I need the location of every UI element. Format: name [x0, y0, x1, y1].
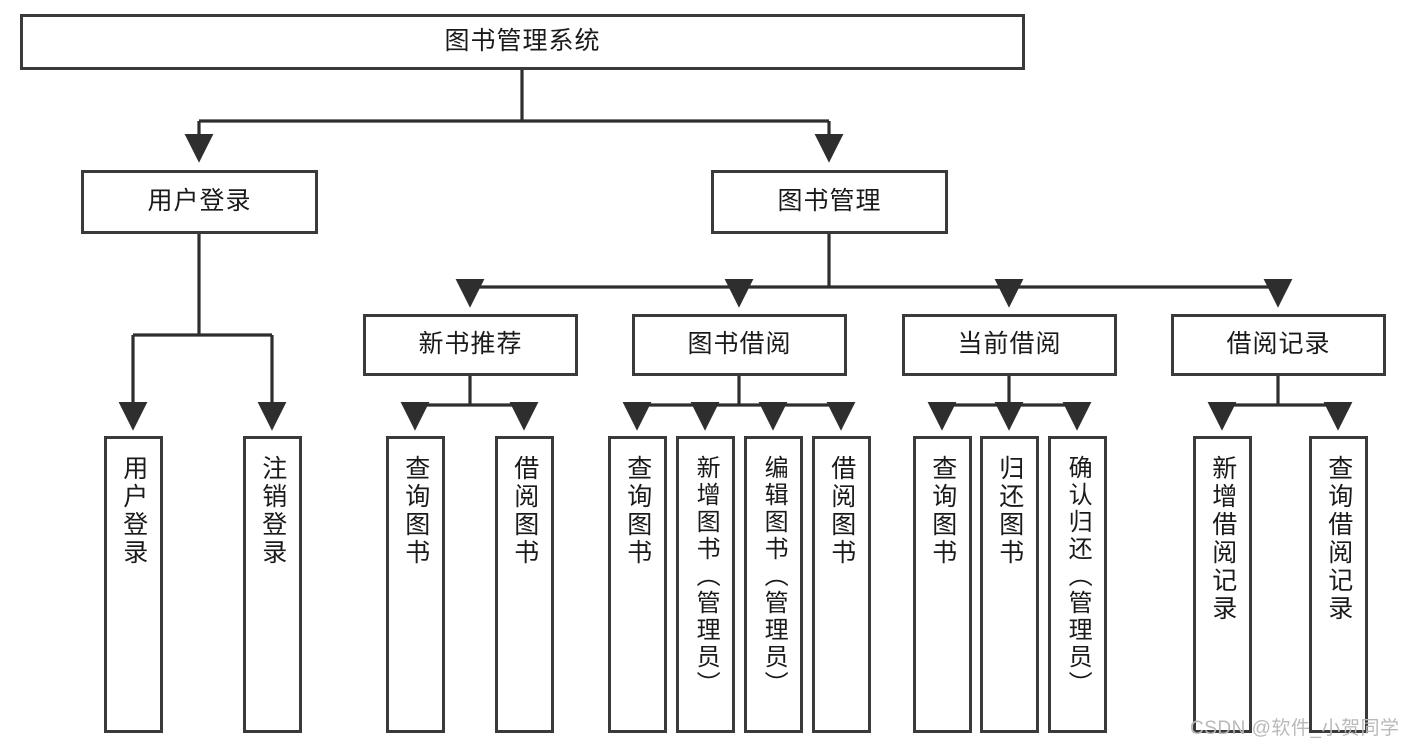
node-label: 查询借阅记录	[1324, 455, 1353, 623]
node-label: 查询图书	[623, 455, 652, 567]
node-label: 查询图书	[928, 455, 957, 567]
leaf-book-borrow-query-book[interactable]: 查询图书	[608, 436, 667, 733]
node-label: 图书借阅	[687, 330, 792, 359]
leaf-book-borrow-add-book-admin[interactable]: 新增图书（管理员）	[676, 436, 735, 733]
leaf-book-borrow-edit-book-admin[interactable]: 编辑图书（管理员）	[744, 436, 803, 733]
node-user-login[interactable]: 用户登录	[81, 170, 318, 234]
node-label: 借阅图书	[510, 455, 539, 567]
node-label: 新书推荐	[418, 330, 523, 359]
node-label: 借阅图书	[827, 455, 856, 567]
leaf-new-book-borrow-book[interactable]: 借阅图书	[495, 436, 554, 733]
node-label: 注销登录	[258, 455, 287, 567]
node-label: 当前借阅	[957, 330, 1062, 359]
node-label: 图书管理系统	[444, 27, 601, 56]
leaf-user-login-logout[interactable]: 注销登录	[243, 436, 302, 733]
node-label: 用户登录	[119, 455, 148, 567]
leaf-book-borrow-borrow-book[interactable]: 借阅图书	[812, 436, 871, 733]
leaf-current-borrow-return-book[interactable]: 归还图书	[980, 436, 1039, 733]
node-label: 确认归还（管理员）	[1064, 455, 1092, 698]
node-label: 归还图书	[995, 455, 1024, 567]
node-label: 借阅记录	[1226, 330, 1331, 359]
leaf-current-borrow-query-book[interactable]: 查询图书	[913, 436, 972, 733]
node-label: 图书管理	[777, 187, 882, 216]
node-label: 编辑图书（管理员）	[760, 455, 788, 698]
node-label: 查询图书	[401, 455, 430, 567]
node-book-borrow[interactable]: 图书借阅	[632, 314, 847, 376]
leaf-borrow-records-add-record[interactable]: 新增借阅记录	[1193, 436, 1252, 733]
watermark: CSDN @软件_小贺同学	[1190, 718, 1400, 739]
leaf-user-login-login[interactable]: 用户登录	[104, 436, 163, 733]
leaf-borrow-records-query-record[interactable]: 查询借阅记录	[1309, 436, 1368, 733]
node-label: 用户登录	[147, 187, 252, 216]
node-book-management[interactable]: 图书管理	[711, 170, 948, 234]
leaf-new-book-query-book[interactable]: 查询图书	[386, 436, 445, 733]
node-borrow-records[interactable]: 借阅记录	[1171, 314, 1386, 376]
node-new-book-recommend[interactable]: 新书推荐	[363, 314, 578, 376]
node-label: 新增图书（管理员）	[692, 455, 720, 698]
node-label: 新增借阅记录	[1208, 455, 1237, 623]
leaf-current-borrow-confirm-return-admin[interactable]: 确认归还（管理员）	[1048, 436, 1107, 733]
node-book-management-system[interactable]: 图书管理系统	[20, 14, 1025, 70]
node-current-borrow[interactable]: 当前借阅	[902, 314, 1117, 376]
